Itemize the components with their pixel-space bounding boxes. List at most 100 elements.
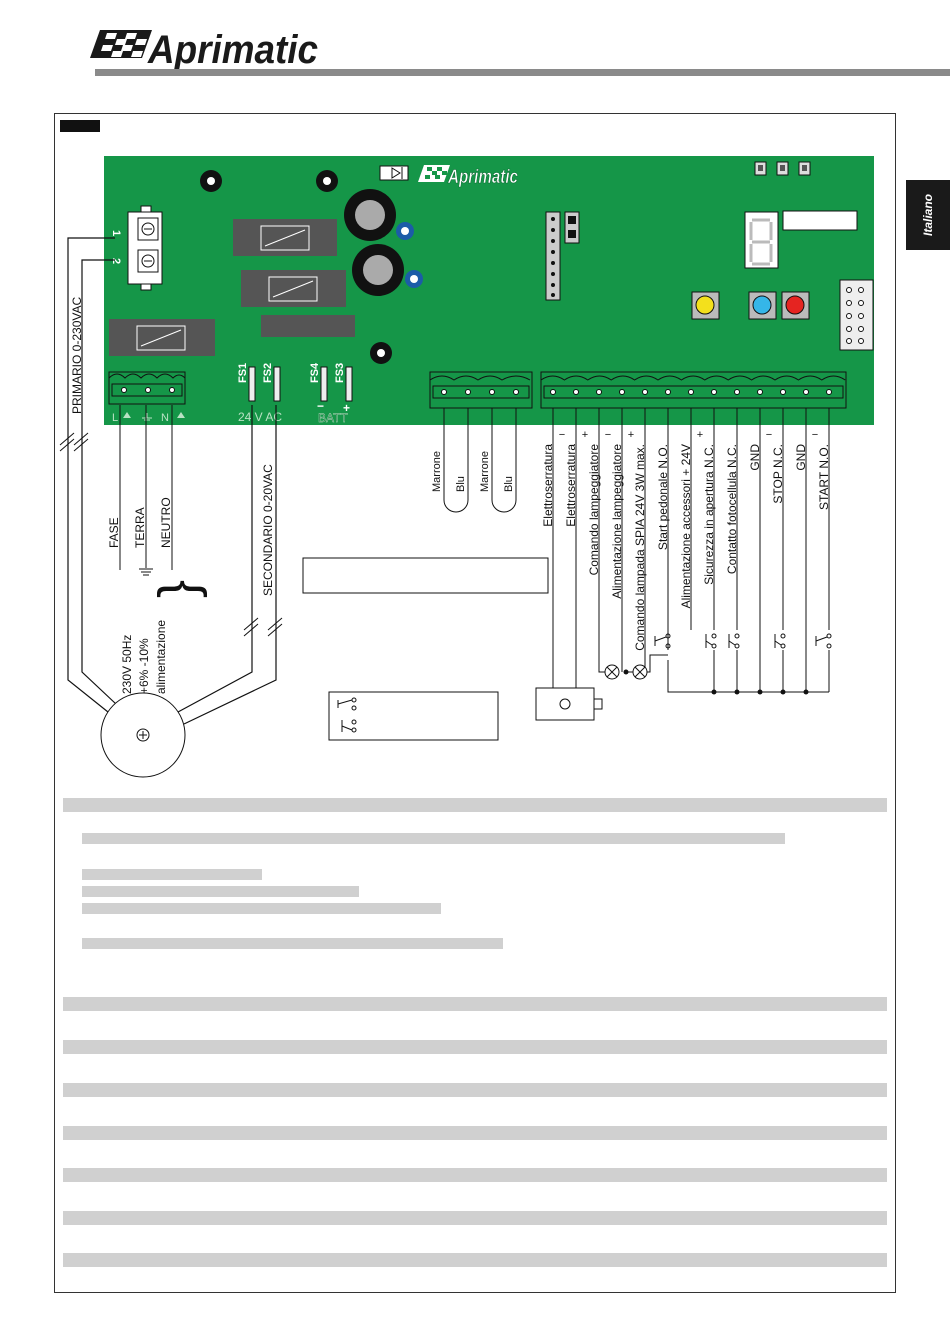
section-heading-bar [63, 997, 887, 1011]
contact-nc-icon [341, 719, 357, 733]
n-terminal-label: N [161, 412, 169, 424]
terminal-label: STOP N.C. [771, 444, 785, 504]
section-heading-bar [63, 1040, 887, 1054]
section-heading-bar [63, 798, 887, 812]
relay-icon [109, 319, 215, 356]
arrow-up-icon [123, 412, 185, 418]
mounting-hole-icon [200, 170, 222, 192]
terminal-polarity: − [766, 429, 772, 441]
blu1-label: Blu [455, 476, 467, 492]
header-brand: Aprimatic [147, 28, 318, 72]
power-terminal-block [108, 371, 186, 405]
fase-label: FASE [107, 517, 121, 548]
mains-tolerance-label: +6% -10% [137, 638, 151, 694]
terminal-label: Comando lampada SPIA 24V 3W max. [633, 444, 647, 651]
motor-wires [443, 408, 517, 513]
mounting-hole-icon [370, 342, 392, 364]
wiring-diagram: Aprimatic [59, 156, 874, 778]
yellow-button[interactable] [691, 291, 720, 320]
terra-label: TERRA [133, 507, 147, 548]
led-icon [754, 161, 767, 176]
pin-header [839, 279, 874, 351]
mains-wires [119, 405, 173, 570]
batt-minus-label: − [317, 399, 324, 413]
fs2-label: FS2 [262, 363, 274, 383]
fuse-icon [320, 366, 328, 402]
figure-label-box [60, 120, 100, 132]
primary-connector [127, 205, 163, 291]
board-brand: Aprimatic [447, 167, 518, 188]
contact-nc-icon [705, 633, 717, 649]
blu2-label: Blu [503, 476, 515, 492]
capacitor-icon [344, 189, 396, 241]
capacitor-small-icon [405, 270, 423, 288]
text-line-bar [82, 869, 262, 880]
mounting-hole-icon [316, 170, 338, 192]
board-logo-flag-icon [418, 165, 450, 182]
terminal-polarity: − [605, 429, 611, 441]
seven-segment-display [744, 211, 779, 269]
lamp-icon [604, 664, 620, 680]
section-heading-bar [63, 1253, 887, 1267]
junction-dots [623, 669, 809, 695]
break-mark-icon [243, 617, 283, 637]
primario-label: PRIMARIO 0-230VAC [70, 297, 84, 414]
fs4-label: FS4 [309, 362, 321, 383]
lock-solenoid-icon [535, 687, 603, 721]
mains-alimentazione-label: alimentazione [154, 620, 168, 694]
terminal-polarity: + [582, 429, 588, 441]
io-terminal-screws [550, 389, 832, 395]
relay-icon [241, 270, 346, 307]
display-label-box [782, 210, 858, 231]
fuse-icon [273, 366, 281, 402]
terminal-polarity: − [812, 429, 818, 441]
text-line-bar [82, 833, 785, 844]
legend-box [328, 691, 499, 741]
terminal-polarity: + [697, 429, 703, 441]
break-mark-icon [59, 432, 89, 452]
text-line-bar [82, 886, 359, 897]
pin-1-label: 1 [110, 230, 122, 236]
terminal-label: Elettroserratura [564, 444, 578, 527]
capacitor-icon [352, 244, 404, 296]
terminal-label: Contatto fotocellula N.C. [725, 444, 739, 574]
language-tab[interactable]: Italiano [906, 180, 950, 250]
batt-plus-label: + [343, 401, 350, 415]
red-button[interactable] [781, 291, 810, 320]
vertical-pin-strip [545, 211, 580, 301]
transformer-block [261, 315, 355, 337]
terminal-labels: Elettroserratura−Elettroserratura+Comand… [541, 429, 831, 651]
logo-flag-icon [90, 30, 152, 58]
contact-no-icon [815, 633, 832, 649]
text-line-bar [82, 903, 441, 914]
terminal-polarity: − [559, 429, 565, 441]
terminal-label: Elettroserratura [541, 444, 555, 527]
batt-label: BATT [318, 411, 348, 425]
motor-terminal-block [429, 371, 533, 409]
text-line-bar [82, 938, 503, 949]
contact-no-icon [654, 633, 671, 649]
contact-nc-icon [774, 633, 786, 649]
section-heading-bar [63, 1126, 887, 1140]
contact-nc-icon [728, 633, 740, 649]
fuse-icon [345, 366, 353, 402]
cyan-button[interactable] [748, 291, 777, 320]
screw-icon [136, 728, 150, 742]
io-terminal-block [540, 371, 847, 409]
mains-voltage-label: 230V 50Hz [120, 635, 134, 694]
secondario-label: SECONDARIO 0-20VAC [261, 464, 275, 596]
section-heading-bar [63, 1168, 887, 1182]
l-terminal-label: L [112, 412, 118, 424]
marrone2-label: Marrone [479, 451, 491, 492]
neutro-label: NEUTRO [159, 497, 173, 548]
section-heading-bar [63, 1083, 887, 1097]
contact-no-icon [337, 697, 357, 711]
header: Aprimatic [90, 28, 950, 76]
fs3-label: FS3 [334, 363, 346, 383]
terminal-label: Comando lampeggiatore [587, 444, 601, 576]
fuse-icon [248, 366, 256, 402]
note-box [302, 557, 549, 594]
marrone1-label: Marrone [431, 451, 443, 492]
relay-icon [233, 219, 337, 256]
figure-frame [54, 113, 896, 1293]
